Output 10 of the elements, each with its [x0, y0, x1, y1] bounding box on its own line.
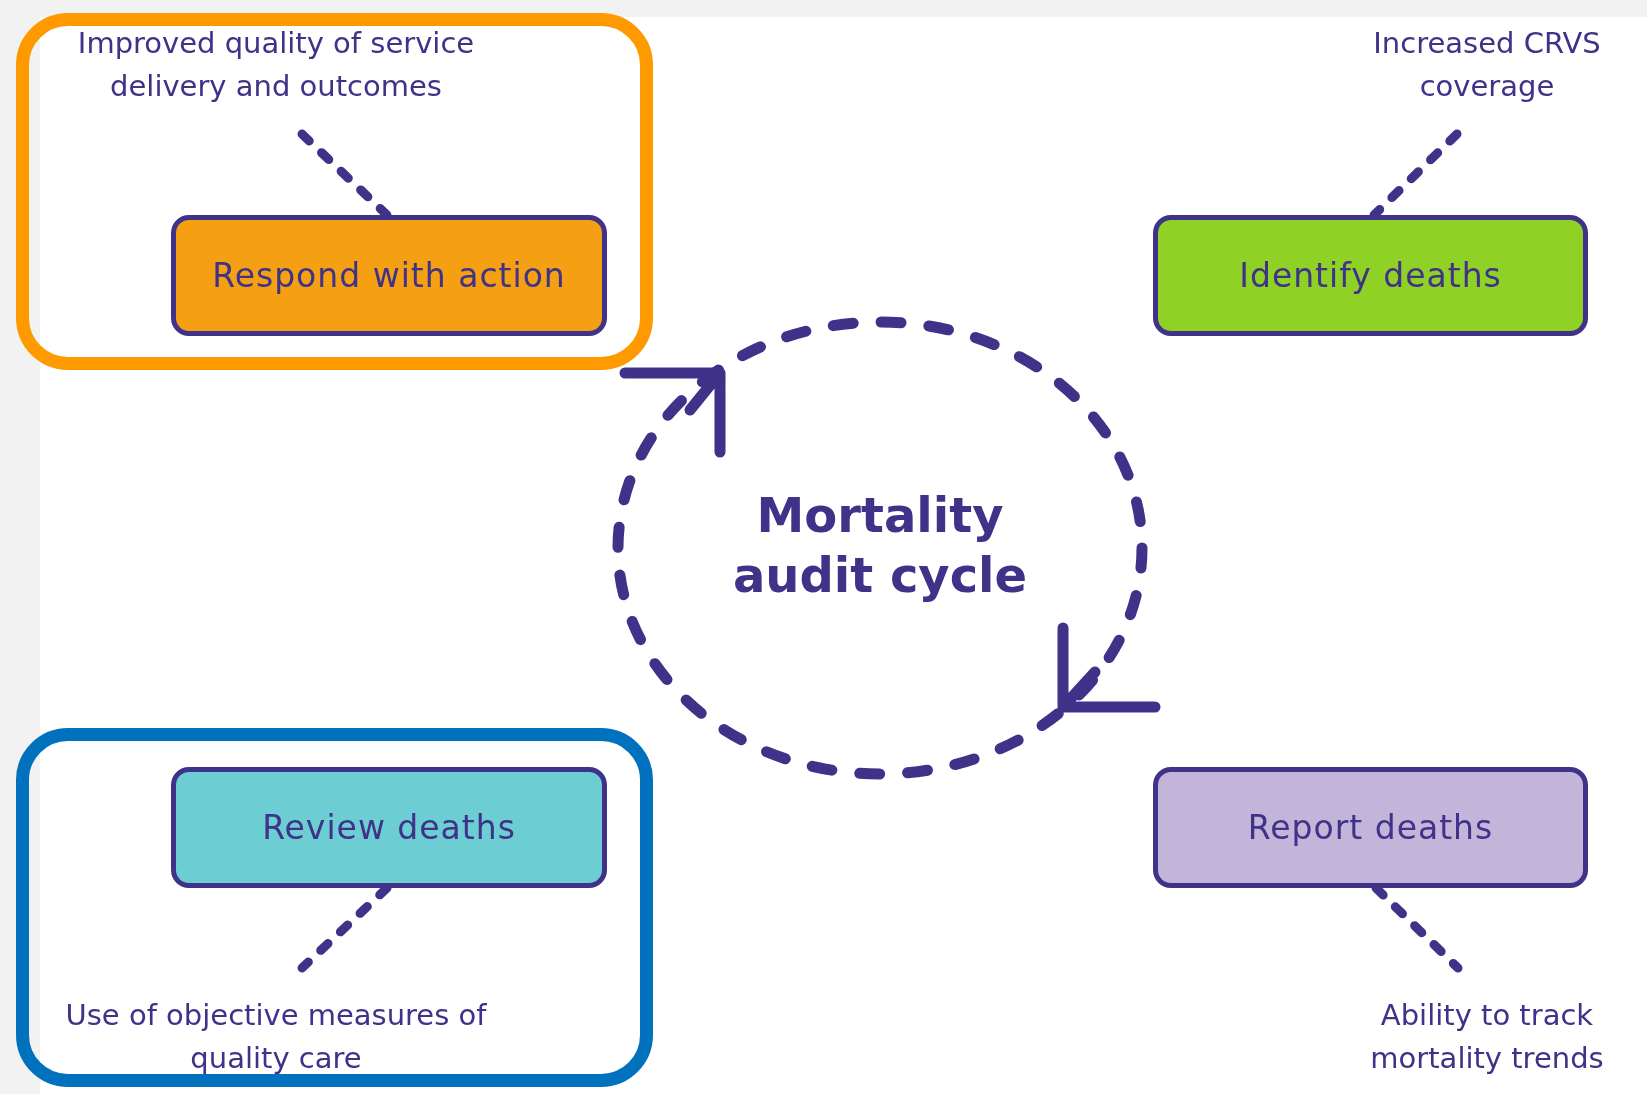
step-box: Report deaths — [1153, 767, 1588, 888]
outcome-text: Ability to track mortality trends — [1329, 968, 1645, 1080]
step-box: Review deaths — [171, 767, 607, 888]
step-box: Identify deaths — [1153, 215, 1588, 336]
outline-frame — [16, 728, 653, 1087]
step-box: Respond with action — [171, 215, 607, 336]
outcome-text: Improved quality of service delivery and outcomes — [36, 22, 516, 134]
outline-frame — [16, 13, 653, 370]
outcome-text: Use of objective measures of quality care — [56, 968, 496, 1080]
outcome-text: Increased CRVS coverage — [1329, 22, 1645, 134]
